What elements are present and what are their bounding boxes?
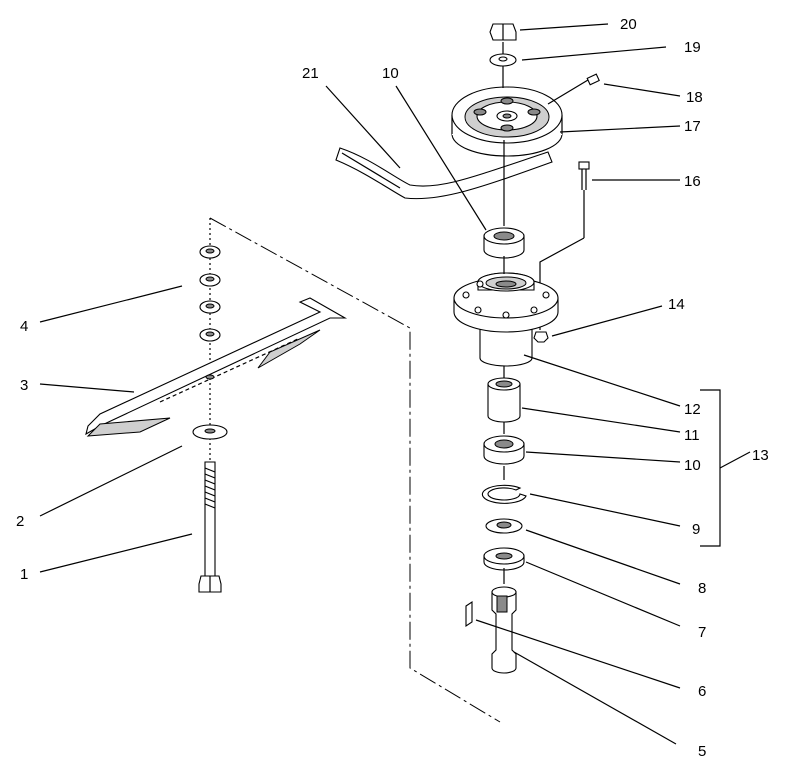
callout-8: 8 <box>698 580 706 597</box>
callout-11: 11 <box>684 427 700 444</box>
grease-fitting <box>533 331 549 343</box>
callout-17: 17 <box>684 118 701 135</box>
callout-3: 3 <box>20 377 28 394</box>
spindle-housing <box>453 272 559 367</box>
woodruff-key <box>465 600 473 628</box>
callout-13: 13 <box>752 447 769 464</box>
spindle-shaft <box>491 568 517 674</box>
blade-spacer-stack <box>199 245 221 342</box>
spindle-washer <box>485 518 523 534</box>
blade-bolt <box>198 461 222 593</box>
spindle-seal <box>483 547 525 571</box>
callout-labels: 20 19 18 17 16 21 10 14 12 11 10 13 9 8 … <box>16 16 769 760</box>
belt <box>335 147 553 200</box>
callout-18: 18 <box>686 89 703 106</box>
shaft-centerlines <box>502 42 505 480</box>
callout-4: 4 <box>20 318 28 335</box>
callout-16: 16 <box>684 173 701 190</box>
leader-lines <box>39 23 751 745</box>
grease-fitting-bolt <box>539 161 590 330</box>
spacer-tube <box>487 377 521 423</box>
callout-21: 21 <box>302 65 319 82</box>
blade-washer <box>192 424 228 440</box>
callout-10-lower: 10 <box>684 457 701 474</box>
upper-bearing <box>483 227 525 259</box>
callout-6: 6 <box>698 683 706 700</box>
retaining-ring <box>481 484 527 504</box>
spindle-nut <box>489 23 517 41</box>
callout-2: 2 <box>16 513 24 530</box>
callout-5: 5 <box>698 743 706 760</box>
callout-20: 20 <box>620 16 637 33</box>
callout-9: 9 <box>692 521 700 538</box>
callout-10-upper: 10 <box>382 65 399 82</box>
set-screw <box>586 73 600 86</box>
callout-19: 19 <box>684 39 701 56</box>
callout-14: 14 <box>668 296 685 313</box>
callout-1: 1 <box>20 566 28 583</box>
pulley-washer <box>489 53 517 67</box>
callout-12: 12 <box>684 401 701 418</box>
spindle-pulley <box>451 86 563 157</box>
cutting-blade <box>85 297 348 437</box>
lower-bearing <box>483 435 525 465</box>
callout-7: 7 <box>698 624 706 641</box>
